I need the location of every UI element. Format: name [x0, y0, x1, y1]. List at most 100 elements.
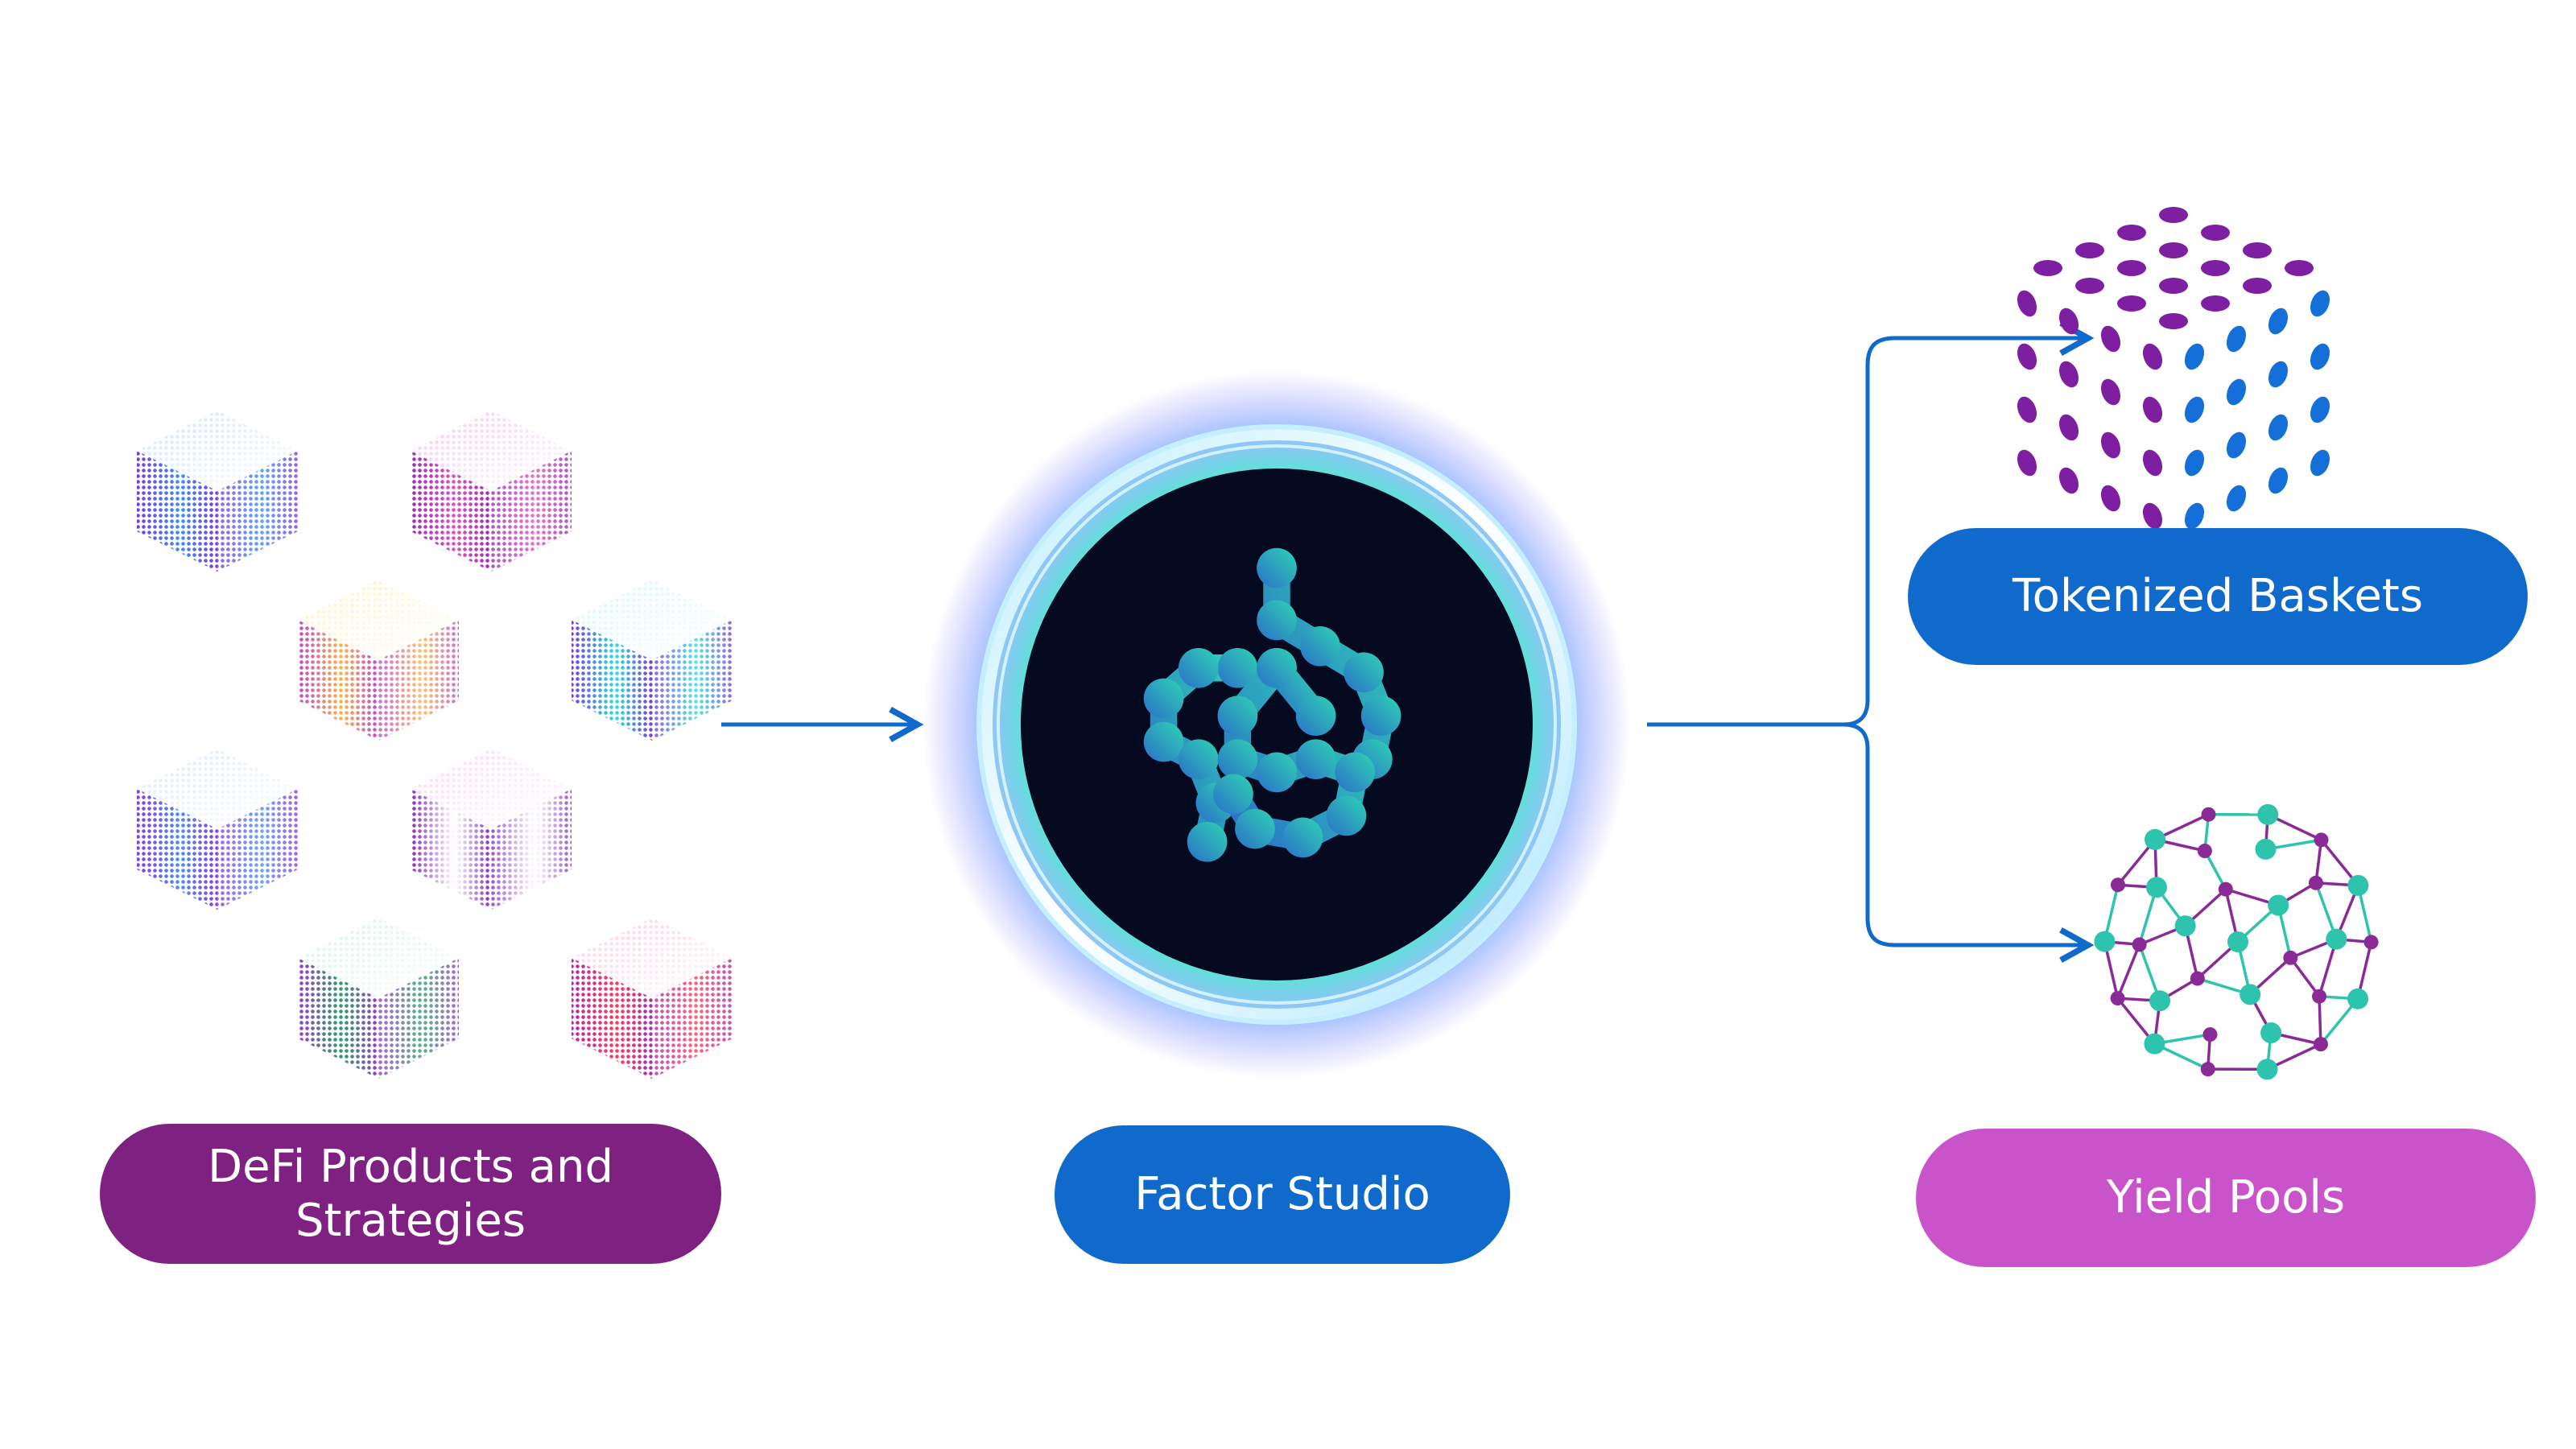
- baskets-label-text: Tokenized Baskets: [2012, 570, 2423, 623]
- factor-network-logo-icon: [1143, 547, 1402, 862]
- network-node: [2132, 937, 2147, 952]
- dotted-cube: [137, 411, 298, 572]
- gradient-dotted-cubes-icon: [137, 411, 733, 1079]
- network-node: [2314, 832, 2329, 848]
- cube-dot: [2184, 502, 2205, 530]
- cube-dot: [2310, 290, 2330, 317]
- cube-dot: [2285, 260, 2314, 276]
- network-node: [2144, 1033, 2165, 1055]
- cube-dot: [2201, 260, 2230, 276]
- network-node: [2308, 875, 2323, 890]
- logo-node: [1257, 600, 1297, 641]
- cube-dot: [2100, 378, 2121, 406]
- network-node: [2145, 877, 2167, 898]
- cube-dot: [2017, 396, 2037, 423]
- network-node: [2240, 984, 2261, 1005]
- cube-dot: [2226, 431, 2247, 459]
- logo-node: [1178, 739, 1219, 780]
- logo-node: [1213, 774, 1253, 815]
- cube-dot: [2100, 325, 2121, 353]
- logo-node: [1282, 817, 1323, 858]
- network-node: [2197, 844, 2212, 859]
- network-node: [2347, 874, 2369, 896]
- logo-node: [1360, 696, 1402, 737]
- dotted-cube: [411, 749, 572, 910]
- cube-dot: [2310, 396, 2330, 423]
- cube-dot: [2142, 502, 2163, 530]
- cube-dot: [2226, 485, 2247, 512]
- tokenized-baskets-label: Tokenized Baskets: [1908, 528, 2528, 665]
- logo-node: [1217, 696, 1258, 737]
- network-node: [2326, 928, 2347, 950]
- network-node: [2174, 915, 2196, 937]
- dotted-cube: [572, 580, 733, 741]
- logo-node: [1143, 721, 1184, 762]
- dotted-cube: [298, 580, 459, 741]
- network-node: [2110, 877, 2125, 893]
- factor-label-text: Factor Studio: [1134, 1168, 1430, 1221]
- cube-dot: [2159, 313, 2188, 329]
- cube-dot: [2243, 278, 2272, 294]
- network-node: [2202, 1027, 2218, 1042]
- dotted-cube: [137, 749, 298, 910]
- cube-dot: [2075, 242, 2104, 258]
- cube-dot: [2226, 325, 2247, 353]
- output-connector-lower: [1843, 722, 2085, 945]
- network-node: [2200, 1062, 2215, 1077]
- defi-label-line2: Strategies: [295, 1195, 526, 1247]
- cube-dot: [2310, 343, 2330, 370]
- network-node: [2201, 807, 2216, 822]
- cube-dot: [2243, 242, 2272, 258]
- network-node: [2256, 1059, 2278, 1080]
- cube-dot: [2117, 225, 2146, 241]
- network-node: [2190, 971, 2205, 986]
- cube-dot: [2201, 295, 2230, 312]
- network-node: [2145, 828, 2166, 850]
- cube-dot: [2017, 343, 2037, 370]
- dotted-cube: [572, 918, 733, 1079]
- cube-dot: [2017, 290, 2037, 317]
- logo-node: [1217, 739, 1258, 780]
- logo-node: [1217, 647, 1258, 688]
- logo-node: [1295, 739, 1336, 780]
- cube-dot: [2117, 295, 2146, 312]
- network-node: [2312, 989, 2327, 1004]
- network-edge: [2116, 943, 2141, 999]
- logo-node: [1187, 821, 1228, 862]
- cube-dot: [2201, 225, 2230, 241]
- cube-dot: [2058, 361, 2079, 388]
- factor-studio-label: Factor Studio: [1055, 1125, 1510, 1264]
- logo-link: [1220, 654, 1368, 852]
- cube-dot: [2117, 260, 2146, 276]
- network-node: [2313, 1037, 2328, 1052]
- logo-node: [1257, 647, 1297, 688]
- defi-products-label: DeFi Products and Strategies: [100, 1124, 721, 1264]
- cube-dot: [2058, 467, 2079, 494]
- logo-node: [1178, 647, 1219, 688]
- dotted-cube: [411, 411, 572, 572]
- cube-dot: [2184, 449, 2205, 477]
- cube-dot: [2100, 485, 2121, 512]
- network-node: [2218, 881, 2233, 897]
- cube-dot: [2268, 308, 2289, 335]
- logo-node: [1326, 795, 1367, 836]
- output-connector: [1647, 338, 2085, 727]
- cube-dot: [2058, 414, 2079, 441]
- cube-dot: [2142, 396, 2163, 423]
- network-edge: [2318, 996, 2322, 1045]
- cube-dot: [2075, 278, 2104, 294]
- network-node: [2268, 894, 2289, 916]
- cube-dot: [2159, 242, 2188, 258]
- network-node: [2094, 931, 2116, 952]
- cube-dot: [2159, 207, 2188, 223]
- cube-dot: [2142, 343, 2163, 370]
- cube-dot: [2100, 431, 2121, 459]
- cube-dot: [2268, 467, 2289, 494]
- network-node: [2257, 803, 2279, 825]
- cube-dot: [2268, 361, 2289, 388]
- cube-dot: [2159, 278, 2188, 294]
- factor-logo-badge: [923, 370, 1631, 1079]
- cube-dot: [2184, 396, 2205, 423]
- yield-pools-label: Yield Pools: [1916, 1129, 2536, 1267]
